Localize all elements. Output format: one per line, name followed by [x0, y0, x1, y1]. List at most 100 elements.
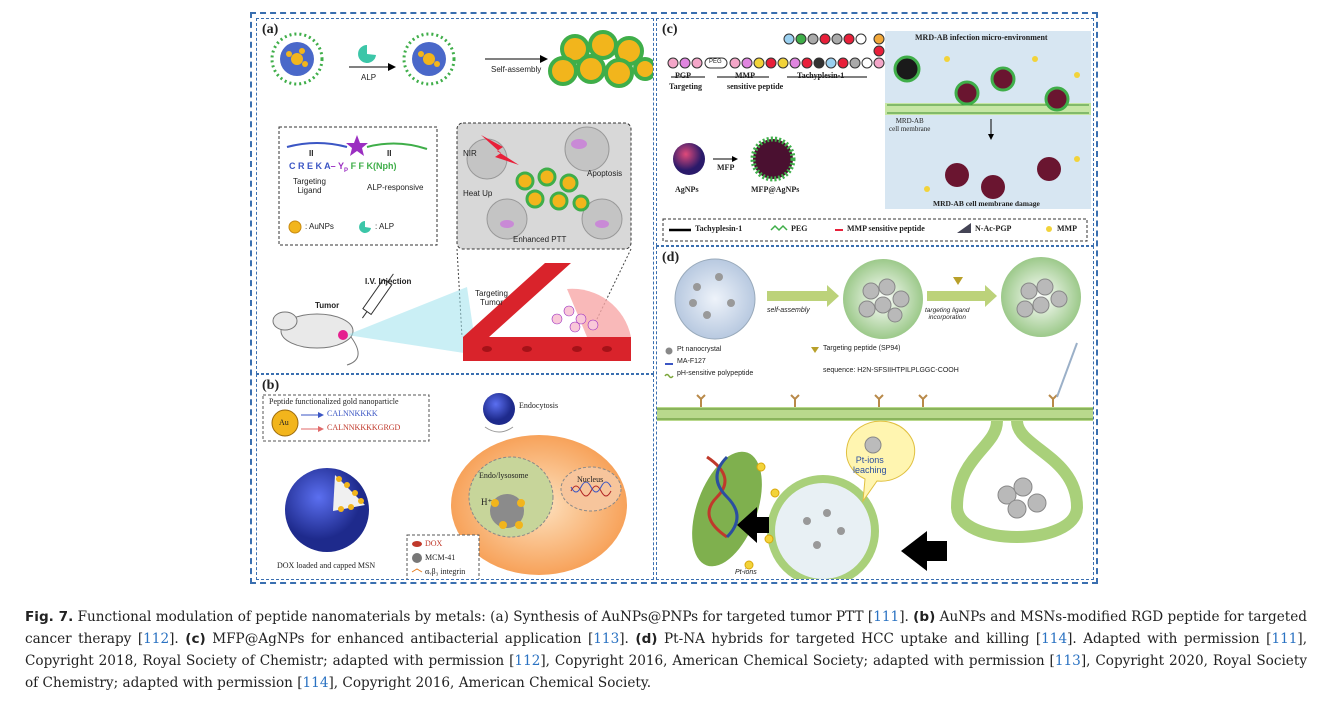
panel-c-illustration — [662, 31, 1091, 242]
micro-env-label: MRD-AB infection micro-environment — [915, 33, 1048, 42]
dox-msn-label: DOX loaded and capped MSN — [277, 561, 376, 570]
mmp-label: MMP — [735, 71, 755, 80]
legend-nac-pgp: N-Ac-PGP — [975, 224, 1012, 233]
bars-left: II — [309, 149, 314, 158]
endosome — [767, 475, 879, 579]
endo-lysosome-label: Endo/lysosome — [479, 471, 529, 480]
heat-up-label: Heat Up — [463, 189, 493, 198]
endocytosis-label: Endocytosis — [519, 401, 559, 410]
targeting-tumor-label: Targeting Tumor — [475, 289, 508, 307]
arrow-left-2 — [737, 507, 769, 543]
citation-link-111[interactable]: 111 — [873, 609, 900, 625]
panel-b-label: (b) — [262, 378, 280, 393]
mcm41-icon — [412, 553, 422, 563]
self-assembly-d-label: self-assembly — [767, 307, 810, 314]
citation-link-114-b[interactable]: 114 — [302, 675, 329, 691]
caption-c-label: (c) — [185, 631, 206, 647]
nac-pgp-icon — [957, 223, 971, 233]
peptide-creka-text: C R E K A — [289, 161, 331, 171]
citation-link-113[interactable]: 113 — [593, 631, 620, 647]
panel-b: (b) — [256, 374, 654, 580]
au-label: Au — [279, 418, 289, 427]
syringe-icon — [362, 273, 394, 319]
ph-peptide-label: pH-sensitive polypeptide — [677, 370, 754, 377]
caption-s12: ], Copyright 2016, American Chemical Soc… — [328, 675, 652, 691]
agnp-core — [673, 143, 705, 175]
alp-enzyme-icon — [358, 45, 376, 63]
seq-calnnkkkkgrgd: CALNNKKKKGRGD — [327, 423, 401, 432]
iv-injection-label: I.V. Injection — [365, 277, 412, 286]
ma-f127-label: MA-F127 — [677, 358, 706, 365]
caption-s7: Pt-NA hybrids for targeted HCC uptake an… — [657, 631, 1042, 647]
panel-c: (c) — [656, 18, 1094, 246]
gold-nanoparticle — [271, 409, 299, 437]
sequence-label: sequence: H2N-SFSIIHTPILPLGGC-COOH — [823, 367, 959, 374]
citation-link-112[interactable]: 112 — [143, 631, 170, 647]
alp-legend-label: : ALP — [375, 222, 395, 231]
targeting-ligand-icon — [953, 277, 963, 285]
star-icon — [346, 135, 368, 156]
dox-legend-label: DOX — [425, 539, 443, 548]
legend-mmp-peptide: MMP sensitive peptide — [847, 224, 925, 233]
aunps-legend-label: : AuNPs — [305, 222, 334, 231]
dox-icon — [412, 541, 422, 547]
caption-d-label: (d) — [635, 631, 658, 647]
caption-s4: ]. — [169, 631, 186, 647]
citation-link-114[interactable]: 114 — [1041, 631, 1068, 647]
legend-peg: PEG — [791, 224, 808, 233]
panel-a: (a) — [256, 18, 654, 374]
panel-d-label: (d) — [662, 250, 680, 265]
alp-responsive-label: ALP-responsive — [367, 183, 424, 192]
alp-legend-icon — [359, 221, 371, 233]
caption-b-label: (b) — [913, 609, 936, 625]
nucleus — [560, 466, 622, 512]
mfp-agnps-label: MFP@AgNPs — [751, 185, 800, 194]
assembled-cluster — [548, 30, 653, 88]
targeting-label: Targeting — [669, 82, 703, 91]
sp94-icon — [811, 347, 819, 353]
nucleus-label: Nucleus — [577, 475, 604, 484]
enhanced-ptt-label: Enhanced PTT — [513, 235, 567, 244]
figure-7: (a) — [250, 12, 1098, 584]
peg-box-label: PEG — [709, 59, 722, 65]
pt-ions-label: Pt-ions — [735, 569, 757, 576]
citation-link-111-b[interactable]: 111 — [1271, 631, 1298, 647]
targeting-ligand-d-label: targeting ligand incorporation — [925, 307, 970, 321]
mouse-illustration — [272, 311, 359, 366]
integrin-icon — [411, 568, 423, 573]
pt-ma-f127-micelle — [674, 258, 756, 340]
peptide-link: – Y — [330, 161, 345, 171]
panel-c-label: (c) — [662, 22, 678, 37]
membrane-label: MRD-AB cell membrane — [889, 117, 931, 133]
citation-link-112-b[interactable]: 112 — [514, 653, 541, 669]
citation-link-113-b[interactable]: 113 — [1054, 653, 1081, 669]
panel-a-label: (a) — [262, 22, 279, 37]
bars-right: II — [387, 149, 392, 158]
alp-label: ALP — [361, 73, 377, 82]
figure-caption: Fig. 7. Functional modulation of peptide… — [25, 606, 1307, 694]
caption-s8: ]. Adapted with permission [ — [1067, 631, 1272, 647]
mmp-icon — [1046, 226, 1052, 232]
panel-d-illustration — [657, 257, 1093, 579]
caption-s11: ], Copyright 2020, Royal Society of Chem… — [25, 653, 1307, 691]
caption-s6: ]. — [619, 631, 636, 647]
peptide-creka: C R E K A– YP F F K(Nph) — [289, 161, 397, 174]
panel-a-illustration — [270, 30, 653, 366]
mfp-label: MFP — [717, 163, 735, 172]
arrow-left-1 — [901, 531, 947, 571]
caption-s3: AuNPs and MSNs-modified RGD peptide for … — [25, 609, 1307, 647]
aunp-legend-icon — [288, 220, 302, 234]
pt-leaching-bubble — [845, 420, 916, 503]
h-plus-label: H⁺ — [481, 497, 493, 507]
sensitive-peptide-label: sensitive peptide — [727, 82, 784, 91]
agnps-label: AgNPs — [675, 185, 699, 194]
peptide-micelle — [270, 32, 324, 86]
peptide-link-sub: P — [344, 167, 349, 174]
caption-s10: ], Copyright 2016, American Chemical Soc… — [540, 653, 1055, 669]
capped-msn — [285, 468, 369, 552]
pgp-label: PGP — [675, 71, 691, 80]
mcm41-legend-label: MCM-41 — [425, 553, 456, 562]
caption-s9: ], Copyright 2018, Royal Society of Chem… — [25, 631, 1308, 669]
self-assembly-label: Self-assembly — [491, 65, 542, 74]
sp94-label: Targeting peptide (SP94) — [823, 345, 901, 352]
